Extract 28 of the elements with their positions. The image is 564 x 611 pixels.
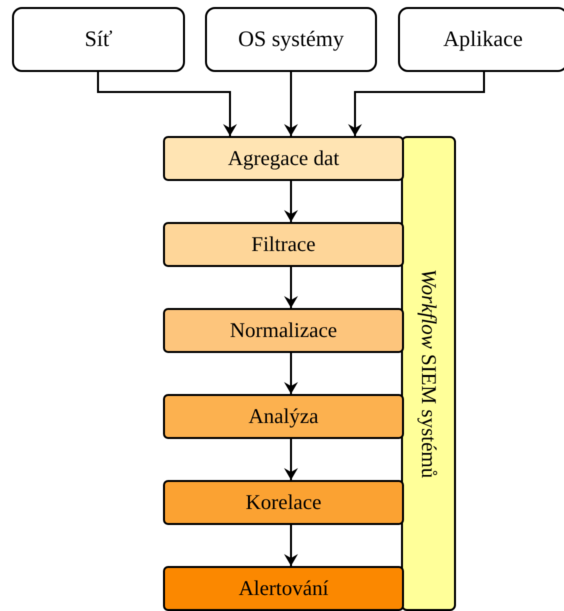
arrow bbox=[284, 72, 298, 136]
source-box bbox=[205, 7, 377, 72]
arrow bbox=[348, 72, 485, 136]
arrow bbox=[284, 439, 298, 480]
box-label: Síť bbox=[84, 27, 112, 52]
box-label: Analýza bbox=[248, 404, 318, 428]
arrow bbox=[97, 72, 237, 136]
workflow-label: Workflow SIEM systémů bbox=[416, 268, 440, 478]
box-label: Normalizace bbox=[230, 318, 338, 342]
process-box bbox=[163, 394, 404, 439]
process-box bbox=[163, 566, 404, 611]
box-label: Agregace dat bbox=[228, 146, 340, 170]
source-box bbox=[398, 7, 564, 72]
box-label: OS systémy bbox=[238, 27, 344, 52]
box-label: Korelace bbox=[246, 490, 322, 514]
arrow bbox=[284, 525, 298, 566]
process-box bbox=[163, 136, 404, 181]
arrow bbox=[284, 353, 298, 394]
box-label: Filtrace bbox=[251, 232, 316, 256]
box-label: Alertování bbox=[238, 576, 328, 600]
process-box bbox=[163, 308, 404, 353]
box-label: Aplikace bbox=[443, 27, 523, 52]
arrow bbox=[284, 267, 298, 308]
process-box bbox=[163, 222, 404, 267]
workflow-band bbox=[401, 136, 456, 611]
source-box bbox=[12, 7, 185, 72]
process-box bbox=[163, 480, 404, 525]
arrow bbox=[284, 181, 298, 222]
